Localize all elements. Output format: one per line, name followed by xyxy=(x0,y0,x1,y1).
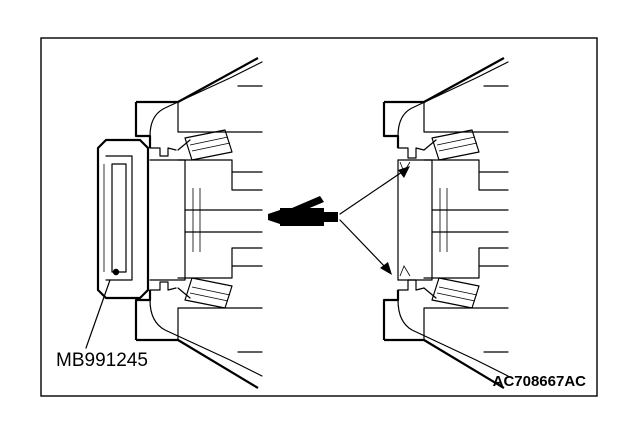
grease-gun-icon xyxy=(268,196,338,226)
left-lower-bearing xyxy=(177,247,263,309)
tool-marker-dot xyxy=(112,268,120,276)
tool-leader-line xyxy=(85,279,111,349)
left-upper-bearing xyxy=(177,129,263,191)
right-lower-bearing xyxy=(423,247,509,309)
figure-code: AC708667AC xyxy=(493,373,587,390)
right-upper-bearing xyxy=(423,129,509,191)
application-arrows xyxy=(339,166,410,275)
right-seals xyxy=(397,147,425,291)
figure-frame xyxy=(40,37,598,397)
tool-label: MB991245 xyxy=(56,350,148,371)
left-housing-assembly xyxy=(134,57,263,389)
special-tool-mb991245 xyxy=(96,138,150,300)
right-housing-assembly xyxy=(382,57,509,389)
